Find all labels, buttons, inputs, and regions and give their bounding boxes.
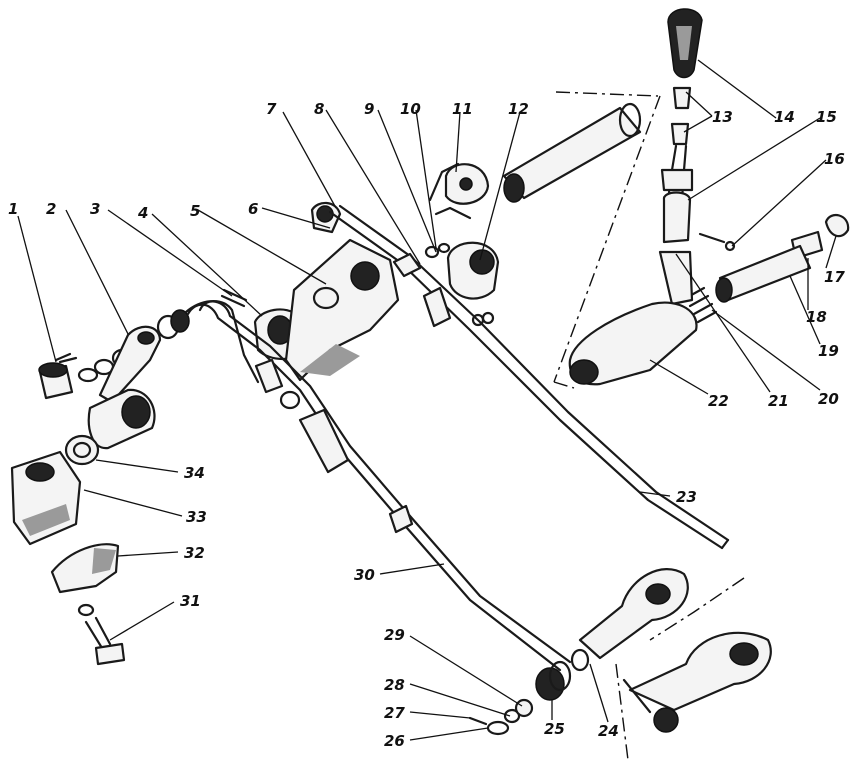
part-23-long-rod — [328, 204, 730, 550]
callout-14: 14 — [774, 108, 795, 126]
part-12-socket — [446, 241, 500, 300]
part-13-bushings — [670, 86, 692, 146]
callout-8: 8 — [314, 100, 324, 118]
part-25-roller — [535, 648, 590, 701]
callout-32: 32 — [184, 544, 205, 562]
part-26-29-washers — [468, 698, 534, 736]
callout-31: 31 — [180, 592, 201, 610]
callout-4: 4 — [137, 204, 148, 222]
callout-29: 29 — [384, 626, 405, 644]
callout-15: 15 — [816, 108, 837, 126]
part-22-lever-housing — [568, 250, 698, 386]
part-15-shift-lever — [660, 144, 694, 244]
part-20-spring — [684, 286, 718, 324]
callout-6: 6 — [248, 200, 258, 218]
part-17-end-cap — [824, 213, 850, 238]
callout-12: 12 — [508, 100, 529, 118]
callout-3: 3 — [90, 200, 100, 218]
part-5-rocker-housing — [253, 238, 400, 382]
callout-13: 13 — [712, 108, 733, 126]
callout-18: 18 — [806, 308, 827, 326]
callout-5: 5 — [190, 202, 200, 220]
callout-10: 10 — [400, 100, 421, 118]
part-11-spring-clip — [428, 162, 490, 220]
callout-22: 22 — [708, 392, 729, 410]
part-1-cap-nut — [38, 352, 78, 400]
part-31-bolt — [77, 603, 126, 666]
leader-lines — [17, 59, 837, 741]
part-3-sleeve — [156, 300, 260, 384]
callout-25: 25 — [544, 720, 565, 738]
part-16-pin — [698, 232, 736, 252]
callout-2: 2 — [46, 200, 56, 218]
part-30-lower-rod — [186, 300, 572, 672]
callout-21: 21 — [768, 392, 789, 410]
part-32-half-clamp — [50, 543, 120, 594]
callout-28: 28 — [384, 676, 405, 694]
callout-9: 9 — [364, 100, 374, 118]
callout-33: 33 — [186, 508, 207, 526]
part-19-tube — [715, 244, 812, 303]
part-24-lever-arm — [578, 568, 772, 733]
part-8-9-10-fittings — [424, 242, 495, 327]
callout-19: 19 — [818, 342, 839, 360]
callout-23: 23 — [676, 488, 697, 506]
callout-26: 26 — [384, 732, 405, 750]
callout-1: 1 — [8, 200, 18, 218]
callout-27: 27 — [384, 704, 405, 722]
alignment-lines — [553, 91, 745, 761]
part-2-clamp-lever — [77, 325, 162, 450]
callout-17: 17 — [824, 268, 845, 286]
callout-24: 24 — [598, 722, 619, 740]
callout-7: 7 — [266, 100, 277, 118]
callout-16: 16 — [824, 150, 845, 168]
callout-30: 30 — [354, 566, 375, 584]
part-33-yoke — [10, 450, 82, 546]
part-14-shift-knob — [667, 8, 703, 79]
part-34-ring — [64, 434, 100, 466]
callout-34: 34 — [184, 464, 205, 482]
callout-20: 20 — [818, 390, 839, 408]
callout-11: 11 — [452, 100, 473, 118]
callout-labels: 1 2 3 4 5 6 7 8 9 10 11 12 13 14 15 16 1… — [8, 100, 845, 750]
spare-tube — [502, 102, 642, 203]
